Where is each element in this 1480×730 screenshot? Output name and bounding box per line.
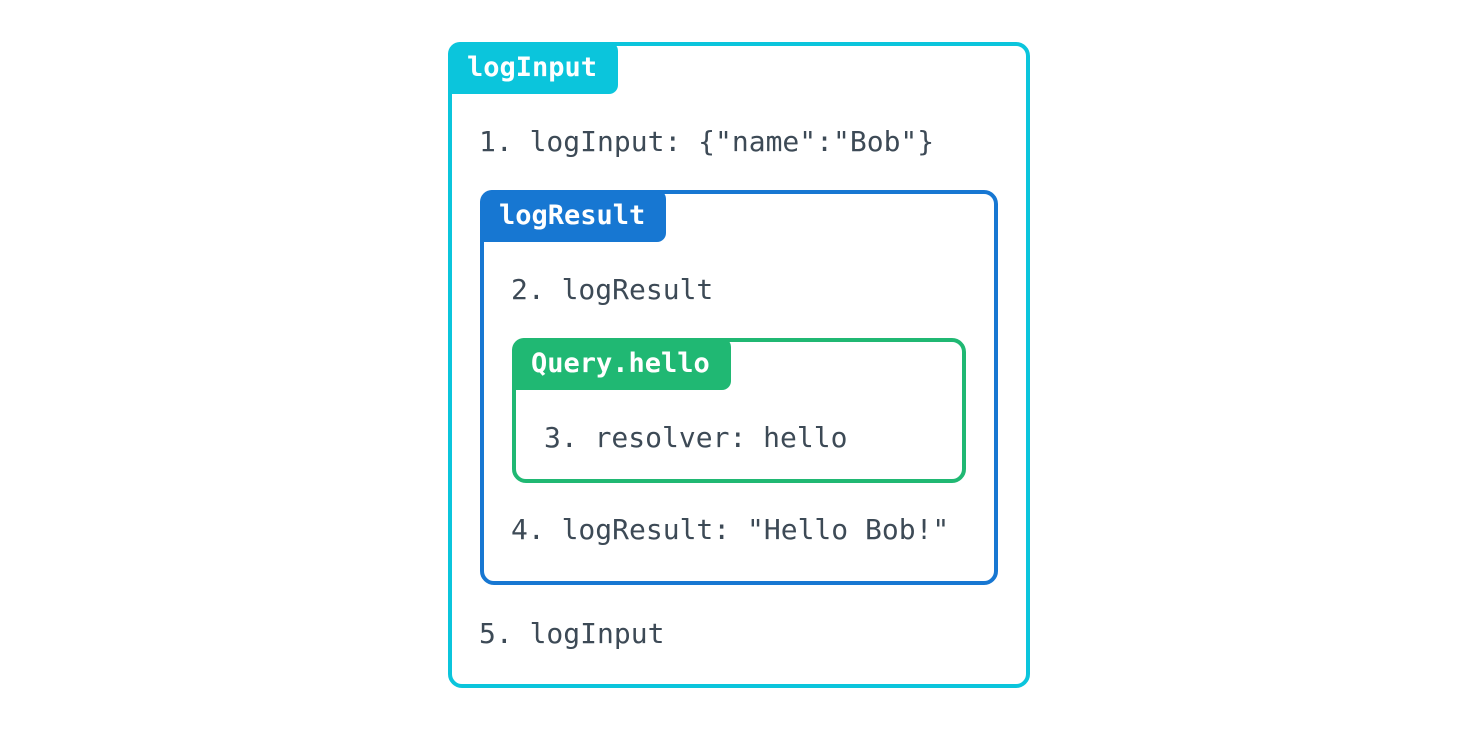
step-5-loginput-exit-text: 5. logInput bbox=[479, 617, 665, 650]
logresult-label-tab: logResult bbox=[480, 190, 667, 242]
step-3-resolver-text: 3. resolver: hello bbox=[544, 421, 848, 454]
step-1-loginput-enter-text: 1. logInput: {"name":"Bob"} bbox=[479, 125, 935, 158]
step-2-logresult-enter-text: 2. logResult bbox=[511, 273, 714, 306]
step-4-logresult-exit-text: 4. logResult: "Hello Bob!" bbox=[511, 513, 950, 546]
query-hello-resolver-box: Query.hello 3. resolver: hello bbox=[512, 338, 966, 483]
loginput-label-tab: logInput bbox=[448, 42, 619, 94]
logresult-middleware-box: logResult 2. logResult Query.hello 3. re… bbox=[480, 190, 998, 585]
loginput-middleware-box: logInput 1. logInput: {"name":"Bob"} log… bbox=[448, 42, 1030, 688]
query-hello-label-tab: Query.hello bbox=[512, 338, 731, 390]
